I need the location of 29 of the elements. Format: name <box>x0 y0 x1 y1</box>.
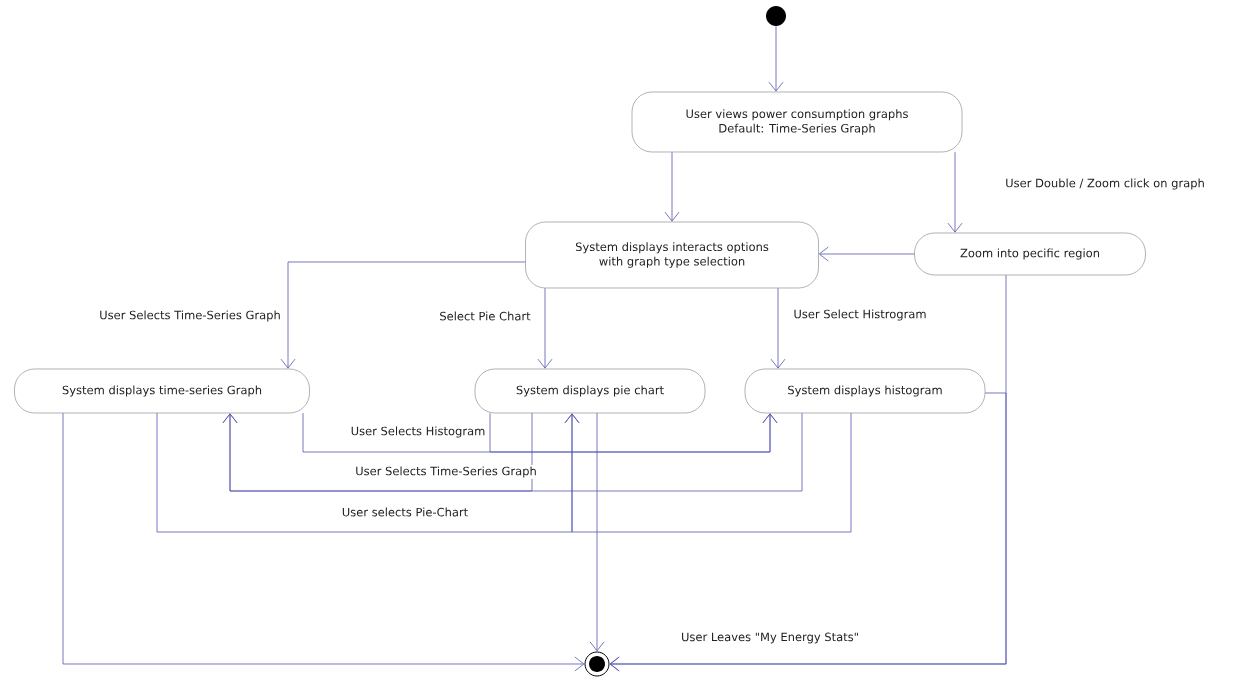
action-box: System displays time-series Graph <box>14 368 310 414</box>
edge-label: User selects Pie-Chart <box>340 506 470 518</box>
edge-label: User Selects Time-Series Graph <box>97 308 283 324</box>
arrow <box>62 412 585 672</box>
arrow <box>280 261 526 369</box>
arrow <box>537 287 553 369</box>
arrow <box>818 246 915 262</box>
arrow <box>770 287 786 369</box>
arrow <box>664 151 680 222</box>
edge-label: Select Pie Chart <box>437 310 533 322</box>
start-dot <box>766 6 786 26</box>
action-box: User views power consumption graphs Default: Time-Series Graph <box>631 91 963 153</box>
note-label: User Leaves "My Energy Stats" <box>679 631 861 645</box>
action-box: System displays interacts options with graph type selection <box>525 221 819 289</box>
edge-label: User Select Histrogram <box>791 307 929 323</box>
arrow <box>489 412 778 453</box>
action-box: System displays histogram <box>744 368 986 414</box>
action-box: Zoom into pecific region <box>914 232 1146 276</box>
arrow <box>609 392 1007 672</box>
arrow <box>947 151 963 233</box>
action-box: System displays pie chart <box>474 368 706 414</box>
edge-label: User Double / Zoom click on graph <box>1003 176 1207 192</box>
arrow <box>589 412 605 652</box>
edge-label: User Selects Histogram <box>349 424 487 440</box>
arrow <box>768 25 784 92</box>
arrow <box>564 412 852 533</box>
end-dot <box>584 651 610 677</box>
arrow <box>222 412 533 492</box>
edge-label: User Selects Time-Series Graph <box>353 464 539 480</box>
